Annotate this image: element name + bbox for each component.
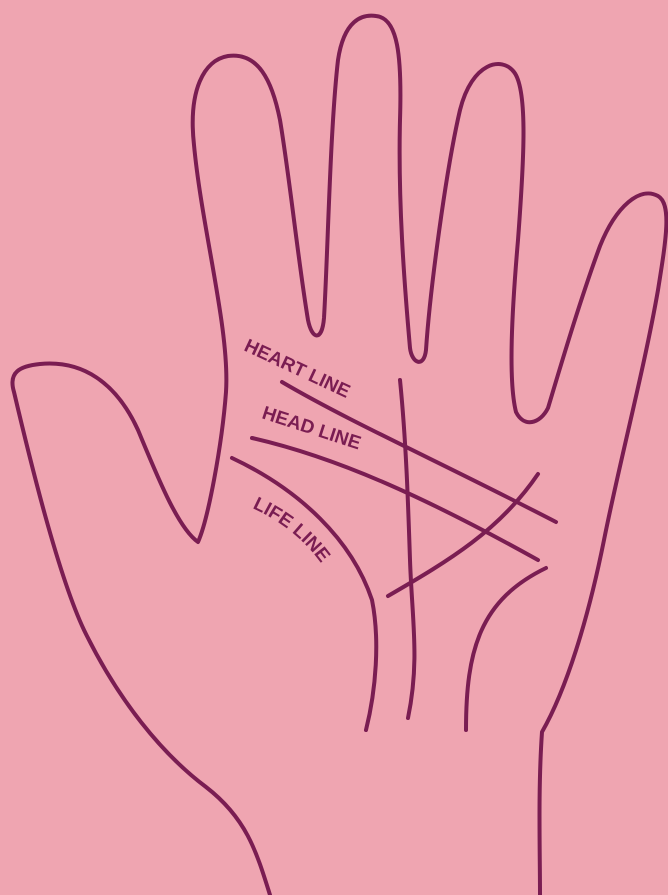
hand-outline <box>12 16 666 895</box>
head-line-label: HEAD LINE <box>259 403 363 455</box>
head-line <box>252 438 538 560</box>
life-line <box>232 458 376 730</box>
lower-right-line <box>466 568 546 730</box>
life-line-label: LIFE LINE <box>250 494 334 567</box>
fate-line <box>400 380 414 718</box>
